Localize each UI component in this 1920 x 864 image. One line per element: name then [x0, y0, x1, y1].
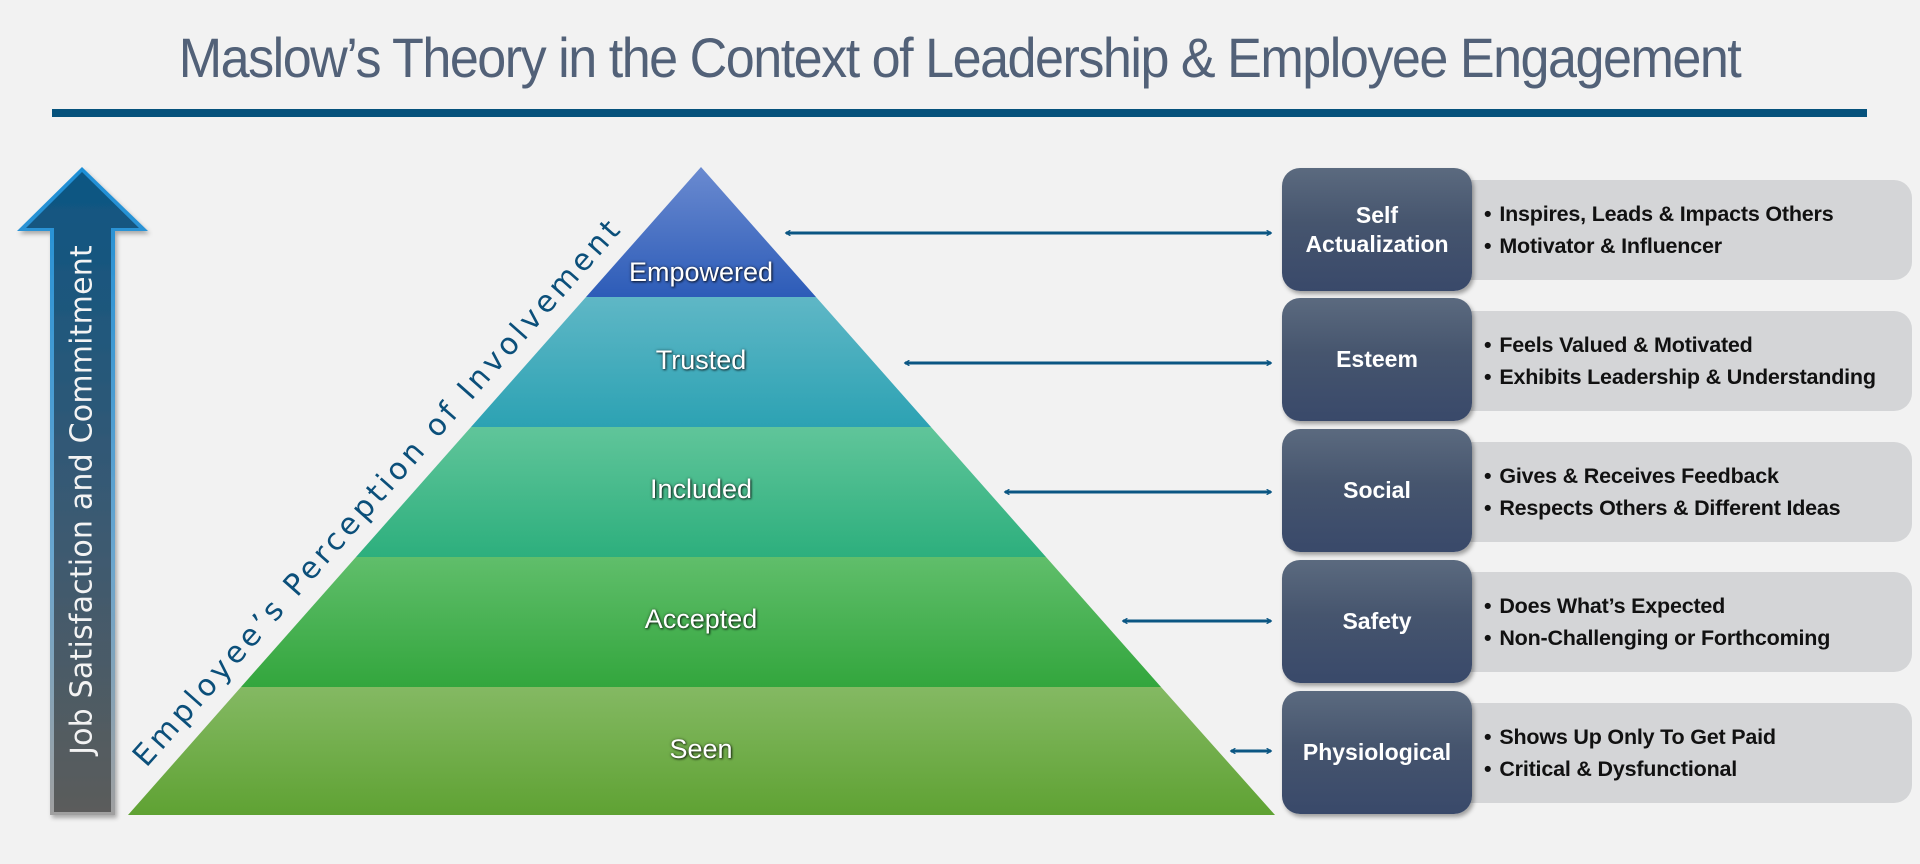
bullet-icon: • — [1484, 725, 1492, 749]
bullet-icon: • — [1484, 234, 1492, 258]
bullet-item: •Non-Challenging or Forthcoming — [1484, 626, 1831, 650]
bullet-icon: • — [1484, 464, 1492, 488]
level-box-safety: Safety — [1282, 560, 1472, 683]
bullet-item: •Feels Valued & Motivated — [1484, 333, 1753, 357]
pyramid-tier-seen — [128, 687, 1275, 815]
pyramid-tier-included — [356, 427, 1046, 557]
level-box-social: Social — [1282, 429, 1472, 552]
level-box-esteem: Esteem — [1282, 298, 1472, 421]
level-name-line: Self — [1355, 202, 1399, 229]
level-box-self-actualization: Self Actualization — [1282, 168, 1472, 291]
pyramid-tier-accepted — [241, 557, 1161, 687]
level-name: Physiological — [1302, 739, 1452, 766]
pyramid-tier-trusted — [471, 297, 931, 427]
tier-label-trusted: Trusted — [655, 345, 747, 375]
description-box-safety: •Does What’s Expected •Non-Challenging o… — [1466, 572, 1912, 672]
bullet-item: •Shows Up Only To Get Paid — [1484, 725, 1776, 749]
bullet-item: •Exhibits Leadership & Understanding — [1484, 365, 1876, 389]
tier-label-included: Included — [649, 474, 753, 504]
bullet-icon: • — [1484, 757, 1492, 781]
bullet-icon: • — [1484, 365, 1492, 389]
bullet-icon: • — [1484, 496, 1492, 520]
description-box-esteem: •Feels Valued & Motivated •Exhibits Lead… — [1466, 311, 1912, 411]
bullet-icon: • — [1484, 594, 1492, 618]
description-box-social: •Gives & Receives Feedback •Respects Oth… — [1466, 442, 1912, 542]
level-name: Esteem — [1336, 346, 1418, 373]
bullet-icon: • — [1484, 202, 1492, 226]
bullet-icon: • — [1484, 333, 1492, 357]
bullet-item: •Does What’s Expected — [1484, 594, 1726, 618]
bullet-item: •Critical & Dysfunctional — [1484, 757, 1738, 781]
description-box-self-actualization: •Inspires, Leads & Impacts Others •Motiv… — [1466, 180, 1912, 280]
page-title: Maslow’s Theory in the Context of Leader… — [178, 26, 1742, 89]
bullet-item: •Motivator & Influencer — [1484, 234, 1722, 258]
job-satisfaction-label: Job Satisfaction and Commitment — [64, 245, 100, 755]
pyramid-tier-empowered — [586, 167, 816, 297]
description-box-physiological: •Shows Up Only To Get Paid •Critical & D… — [1466, 703, 1912, 803]
bullet-icon: • — [1484, 626, 1492, 650]
bullet-item: •Gives & Receives Feedback — [1484, 464, 1779, 488]
level-box-physiological: Physiological — [1282, 691, 1472, 814]
title-underline — [52, 109, 1867, 117]
tier-label-seen: Seen — [669, 734, 733, 764]
tier-label-accepted: Accepted — [644, 604, 758, 634]
level-name: Safety — [1342, 608, 1412, 635]
bullet-item: •Inspires, Leads & Impacts Others — [1484, 202, 1834, 226]
level-name: Social — [1343, 477, 1411, 504]
level-name-line: Actualization — [1305, 230, 1449, 257]
tier-label-empowered: Empowered — [628, 257, 774, 287]
up-arrow-icon — [17, 167, 148, 815]
bullet-item: •Respects Others & Different Ideas — [1484, 496, 1841, 520]
